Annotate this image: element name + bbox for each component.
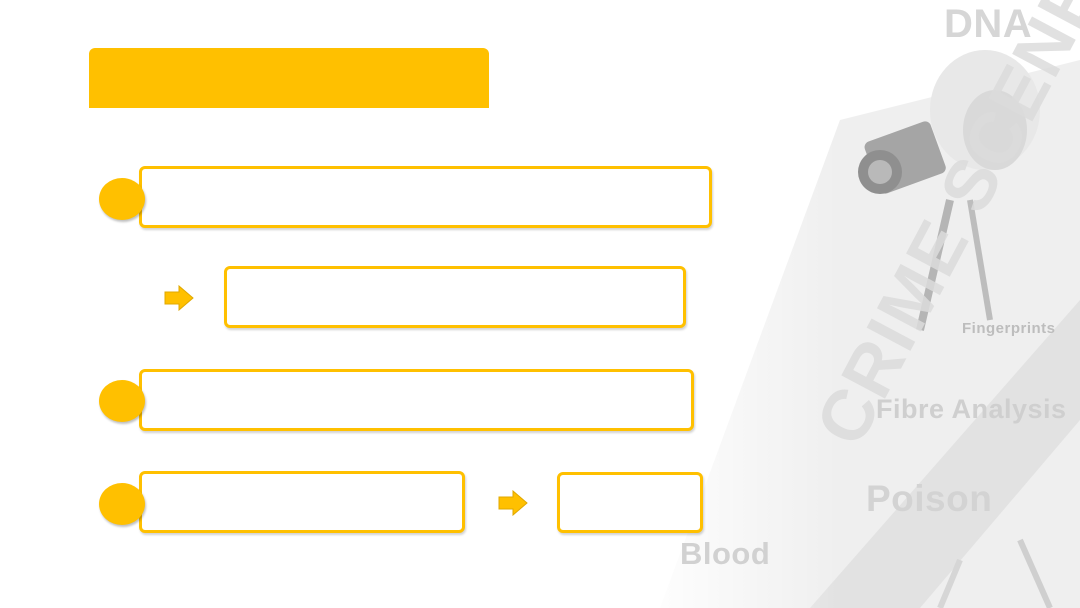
title-bar[interactable] [89, 48, 489, 108]
row-2-text-box[interactable] [224, 266, 686, 328]
crime-scene-background-illustration [640, 0, 1080, 608]
row-1-text-box[interactable] [139, 166, 712, 228]
row-4-text-box[interactable] [139, 471, 465, 533]
watermark-fingerprints: Fingerprints [962, 320, 1056, 337]
row-4-result-box[interactable] [557, 472, 703, 533]
circle-bullet-icon [99, 483, 145, 525]
circle-bullet-icon [99, 178, 145, 220]
watermark-blood: Blood [680, 536, 771, 571]
right-arrow-icon [164, 285, 194, 311]
watermark-dna: DNA [944, 2, 1033, 46]
row-3-text-box[interactable] [139, 369, 694, 431]
circle-bullet-icon [99, 380, 145, 422]
right-arrow-icon [498, 490, 528, 516]
watermark-poison: Poison [866, 478, 993, 519]
watermark-fibre-analysis: Fibre Analysis [876, 394, 1067, 424]
